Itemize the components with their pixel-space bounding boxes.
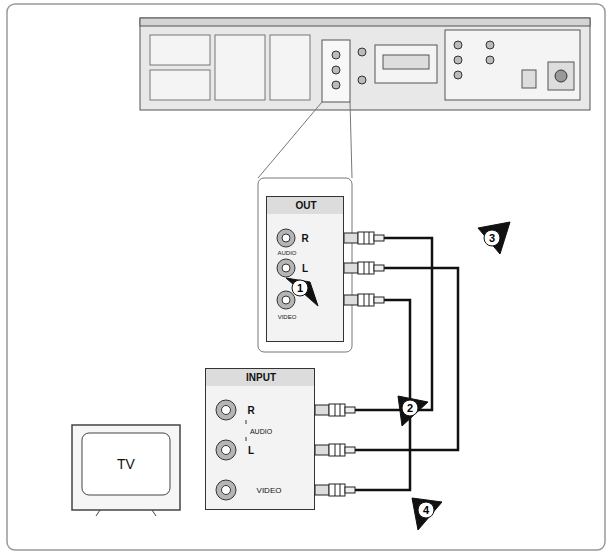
jack-label: L: [302, 264, 308, 274]
jack-label: VIDEO: [257, 487, 282, 495]
jack-label: L: [248, 446, 254, 456]
jack-label: AUDIO: [277, 250, 296, 256]
panel-heading: OUT: [295, 201, 316, 211]
jack-label: VIDEO: [278, 314, 297, 320]
jack-label: AUDIO: [250, 428, 272, 435]
input-panel: INPUT R AUDIO L VIDEO: [205, 368, 315, 510]
out-panel: OUT R AUDIO L VIDEO: [266, 196, 344, 342]
tv-set: TV: [72, 425, 180, 510]
callout-number: 3: [489, 233, 495, 244]
av-cable: [315, 262, 458, 456]
tv-label: TV: [117, 457, 135, 471]
jack-label: R: [247, 406, 254, 416]
callout-number: 4: [423, 505, 429, 516]
av-cable: [315, 232, 432, 416]
jack-label: R: [301, 234, 308, 244]
callout-number: 1: [297, 283, 303, 294]
panel-heading: INPUT: [246, 373, 276, 383]
av-cable: [315, 294, 410, 496]
callout-number: 2: [407, 403, 413, 414]
